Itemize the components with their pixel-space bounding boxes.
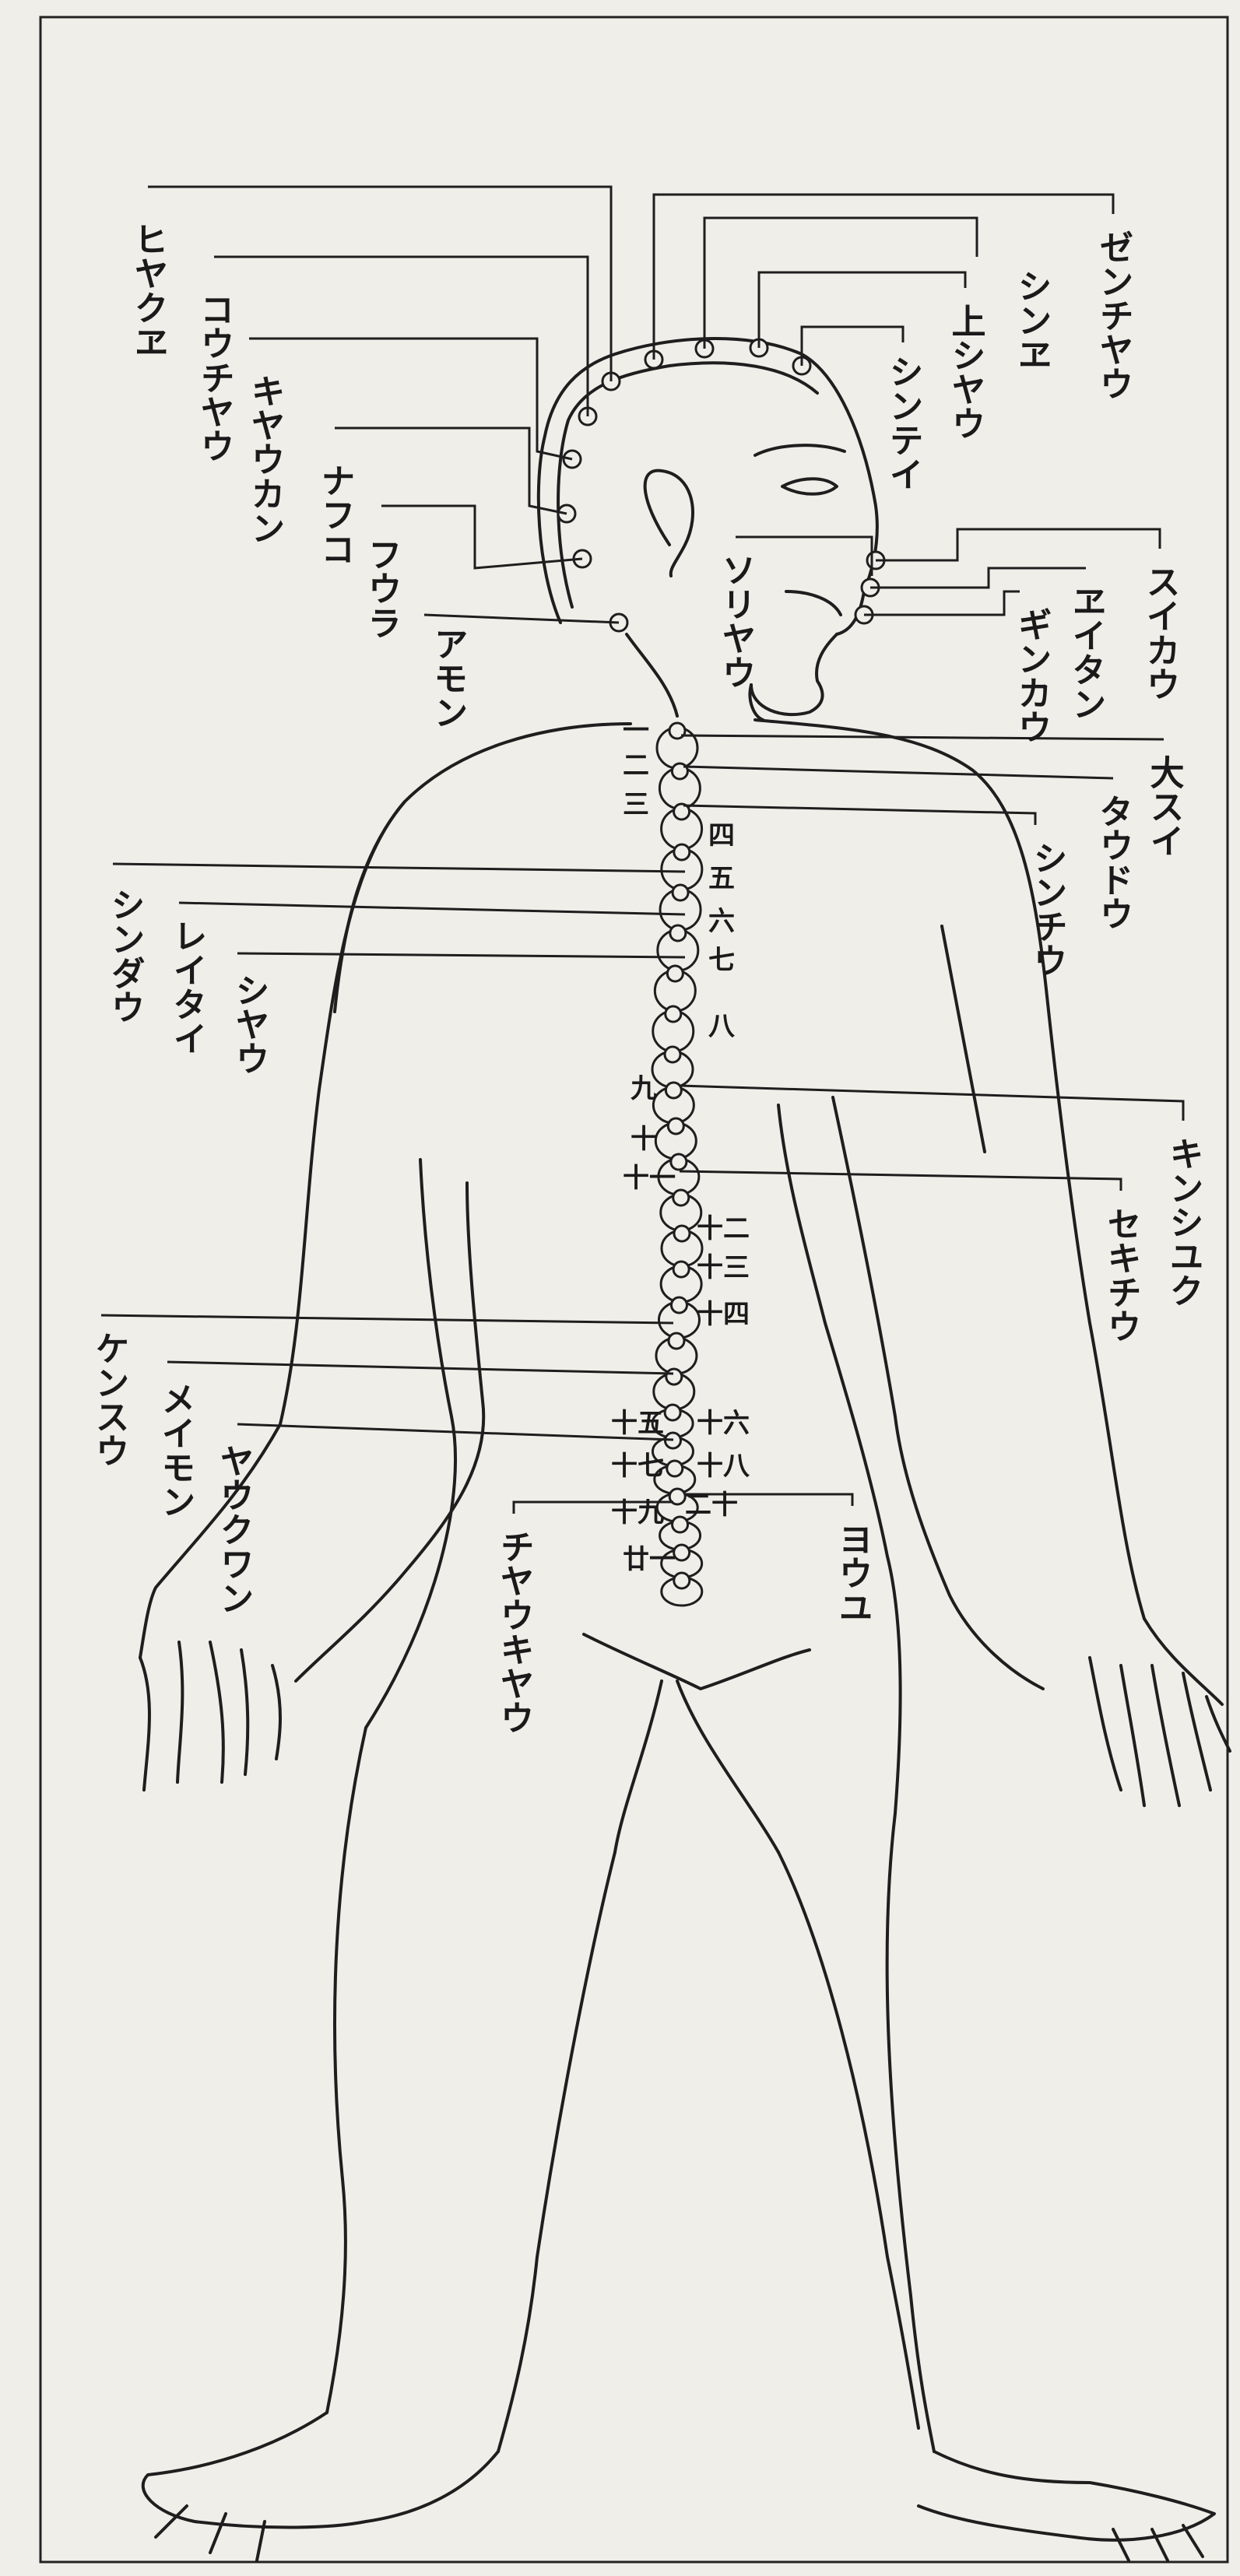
label-meimon: メイモン [156,1381,195,1518]
label-shindou: シンダウ [105,887,145,1024]
label-shine: シンヱ [1012,268,1052,371]
vertebra-number: 七 [708,945,735,976]
label-shiyau: シヤウ [230,973,269,1076]
label-eitan: ヱイタン [1066,584,1106,721]
left-torso-leg-outer [327,1160,455,2413]
neck-back [627,634,677,716]
vertebra-number: 廿一 [623,1544,676,1575]
brow [755,445,845,455]
vertebra-number: 十四 [697,1299,750,1330]
spine-point [674,1545,690,1560]
spine-point [674,844,690,860]
label-kyoukan: キヤウカン [245,374,285,545]
spine-point [674,1573,690,1588]
vertebra-number: 五 [708,863,735,894]
spine-point [666,1083,681,1098]
label-youyu: ヨウユ [833,1521,873,1624]
vertebra-number: 四 [708,820,735,851]
spine-point [665,1047,680,1062]
skull-inner-line [558,363,817,607]
spine-point [674,1226,690,1241]
label-joushou: 上シヤウ [946,304,985,440]
label-kensuu: ケンスウ [90,1331,129,1468]
right-leg-inner [778,1852,919,2428]
head-outline [539,339,877,634]
left-leg-inner [498,1852,615,2451]
right-foot [919,2451,1214,2540]
label-hyakue: ヒヤクヱ [128,222,168,359]
spine-point [667,1461,683,1476]
vertebra-number: 二十 [685,1490,738,1521]
label-kinshuku: キンシユク [1164,1136,1203,1307]
label-sekichuu: セキチウ [1101,1206,1141,1343]
spine-point [666,1006,681,1022]
ear [645,471,693,576]
vertebra-number: 三 [623,789,649,820]
spine-point [668,1118,683,1134]
mouth-line [786,591,841,615]
vertebra-number: 一 [623,715,649,746]
left-hand-fingers [140,1642,280,1790]
vertebra-number: 十九 [611,1497,664,1528]
vertebra-number: 十 [631,1124,657,1155]
vertebra-number: 十三 [697,1252,750,1283]
right-back-line [942,926,985,1152]
label-toudou: タウドウ [1094,794,1133,931]
label-zenchou: ゼンチヤウ [1094,230,1133,401]
vertebra-number: 二 [623,750,649,781]
label-reitai: レイタイ [167,918,207,1055]
right-hand-fingers [1090,1658,1230,1806]
label-fuura: フウラ [362,537,402,640]
vertebra-number: 十二 [697,1213,750,1244]
spine-point [673,1262,689,1277]
label-youkuwan: ヤウクワン [214,1444,254,1615]
label-soryou: ソリヤウ [716,553,756,690]
vertebra-number: 十五 [611,1408,664,1439]
label-nafuko: ナフコ [315,463,355,566]
right-torso-leg-outer [778,1105,934,2451]
label-suikou: スイカウ [1140,564,1180,701]
vertebra-number: 六 [708,906,735,937]
label-chuukyou: チヤウキヤウ [494,1529,534,1735]
label-daisui: 大スイ [1144,755,1185,858]
crotch-lines [615,1681,778,1852]
spine-point [671,1297,687,1313]
label-shintei: シンテイ [883,354,923,491]
vertebra-number: 十八 [697,1451,750,1482]
vertebra-number: 十六 [697,1408,750,1439]
spine-point [669,1333,684,1349]
vertebra-number: 十七 [611,1451,664,1482]
spine-point [665,1405,680,1420]
vertebra-number: 九 [631,1073,657,1104]
pelvis-line [584,1634,810,1689]
left-foot [143,2413,498,2528]
label-shinchuu: シンチウ [1027,841,1067,977]
vertebra-number: 十一 [623,1163,676,1194]
spine-point [666,1369,682,1385]
vertebra-number: 八 [708,1011,736,1042]
label-ginkou: ギンカウ [1012,607,1052,744]
spine-point [670,925,686,941]
right-arm-outer [755,720,1222,1704]
eye [782,479,837,494]
spine-point [673,885,688,900]
label-amon: アモン [428,626,468,729]
spine-point [667,966,683,981]
face-profile [751,634,837,714]
label-kouchou: コウチヤウ [195,292,234,463]
